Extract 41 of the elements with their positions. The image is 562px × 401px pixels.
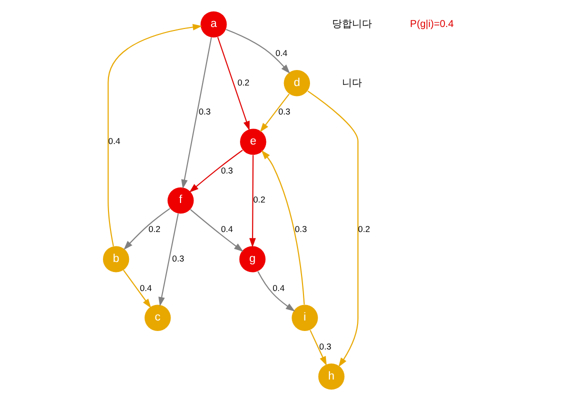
edge-label: 0.3 [220, 165, 233, 176]
edge-label: 0.4 [220, 224, 233, 234]
edge-label: 0.4 [276, 48, 288, 58]
arrow [108, 24, 202, 246]
label: 당합니다 [332, 19, 372, 30]
edge-label: 0.2 [148, 224, 160, 234]
arrow [181, 37, 212, 189]
arrow [158, 214, 179, 306]
edge-label: 0.3 [278, 106, 290, 117]
node-circle: i [292, 304, 318, 331]
label: 니다 [342, 78, 362, 89]
arrow [226, 29, 290, 74]
arrow [123, 270, 152, 308]
arrow [249, 155, 256, 248]
node-circle: f [168, 187, 194, 214]
edge-label: 0.3 [172, 253, 184, 264]
arrow [124, 208, 170, 250]
arrow [261, 150, 305, 305]
edge-label: 0.2 [237, 77, 250, 88]
arrow [257, 271, 296, 312]
edge-label: 0.2 [253, 194, 266, 205]
node-circle: d [284, 70, 310, 96]
node-circle: h [318, 363, 344, 390]
arrow [260, 94, 290, 132]
edge-label: 0.4 [272, 282, 285, 293]
node-circle: b [102, 246, 130, 272]
edge-label: 0.4 [108, 136, 120, 146]
arrow [189, 150, 243, 192]
arrow [308, 90, 358, 368]
node-circle: a [200, 11, 227, 38]
edge-label: 0.3 [319, 341, 332, 352]
node-circle: g [239, 246, 266, 272]
edge-label: 0.3 [198, 106, 211, 117]
arrow [217, 36, 250, 131]
node-circle: c [144, 304, 171, 331]
edge-label: 0.4 [140, 282, 152, 293]
edge-label: 0.3 [294, 224, 307, 234]
arrow [310, 330, 327, 366]
arrow [190, 209, 244, 252]
label: P(g|i)=0.4 [410, 19, 454, 30]
node-circle: e [240, 128, 266, 155]
